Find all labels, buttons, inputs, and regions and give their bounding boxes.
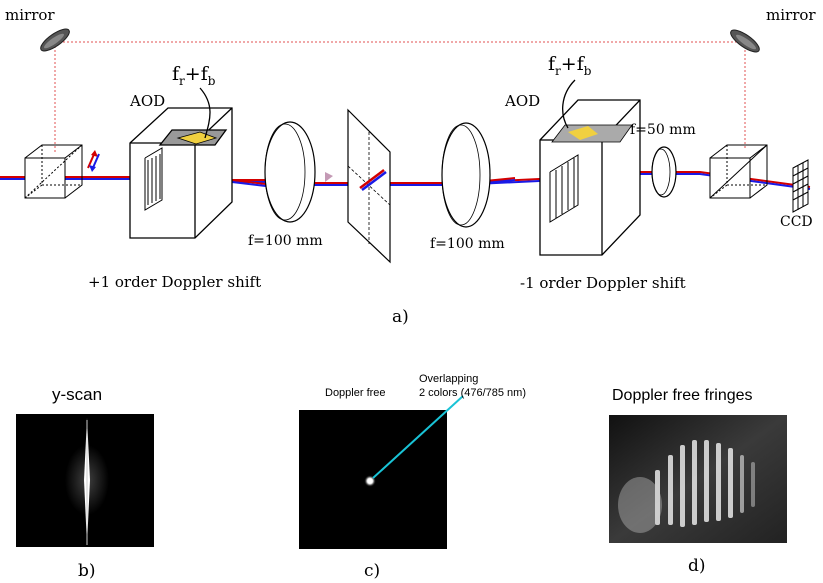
lens-left-focal-label: f=100 mm [248, 233, 323, 249]
shift-minus-label: -1 order Doppler shift [520, 274, 686, 292]
aod-right-label: AOD [504, 92, 540, 110]
panel-c-label-overlapping: Overlapping [419, 373, 478, 385]
doppler-free-spot [367, 478, 373, 484]
mirror-left-label: mirror [5, 6, 55, 24]
lens-right [651, 146, 677, 198]
aod-left [129, 107, 233, 239]
overlap-pointer-line [372, 395, 464, 479]
reference-beam-path [54, 41, 746, 152]
panel-c: Doppler free Overlapping 2 colors (476/7… [299, 373, 526, 581]
polarization-arrows-icon [87, 150, 100, 172]
ccd-label: CCD [780, 214, 813, 230]
beam-splitter-right [709, 144, 768, 199]
fourier-plane-screen [325, 108, 391, 264]
panel-d: Doppler free fringes d) [609, 387, 787, 576]
lens-middle [441, 122, 491, 228]
panel-b: y-scan b) [16, 385, 154, 581]
panel-a-caption: a) [392, 307, 409, 327]
fringes-image [609, 415, 787, 543]
mirror-right-icon [730, 29, 760, 53]
mirror-left-icon [40, 28, 70, 52]
panel-c-label-doppler-free: Doppler free [325, 387, 386, 399]
svg-text:fr+fb: fr+fb [548, 53, 592, 78]
beam-splitter-left [24, 144, 83, 199]
main-beam [0, 171, 811, 190]
svg-text:fr+fb: fr+fb [172, 63, 216, 88]
lens-right-focal-label: f=50 mm [630, 122, 696, 138]
panel-c-caption: c) [364, 561, 380, 581]
aod-right [539, 99, 641, 256]
panel-b-caption: b) [78, 561, 96, 581]
lens-left [264, 121, 316, 223]
lens-middle-focal-label: f=100 mm [430, 236, 505, 252]
ccd-sensor-icon [792, 159, 809, 213]
panel-b-title: y-scan [52, 385, 102, 404]
mirror-right-label: mirror [766, 6, 816, 24]
aod-left-label: AOD [129, 92, 165, 110]
panel-c-label-colors: 2 colors (476/785 nm) [419, 387, 526, 399]
shift-plus-label: +1 order Doppler shift [88, 273, 261, 291]
panel-d-title: Doppler free fringes [612, 387, 753, 404]
fringe-pattern [618, 440, 755, 533]
panel-d-caption: d) [688, 556, 706, 576]
